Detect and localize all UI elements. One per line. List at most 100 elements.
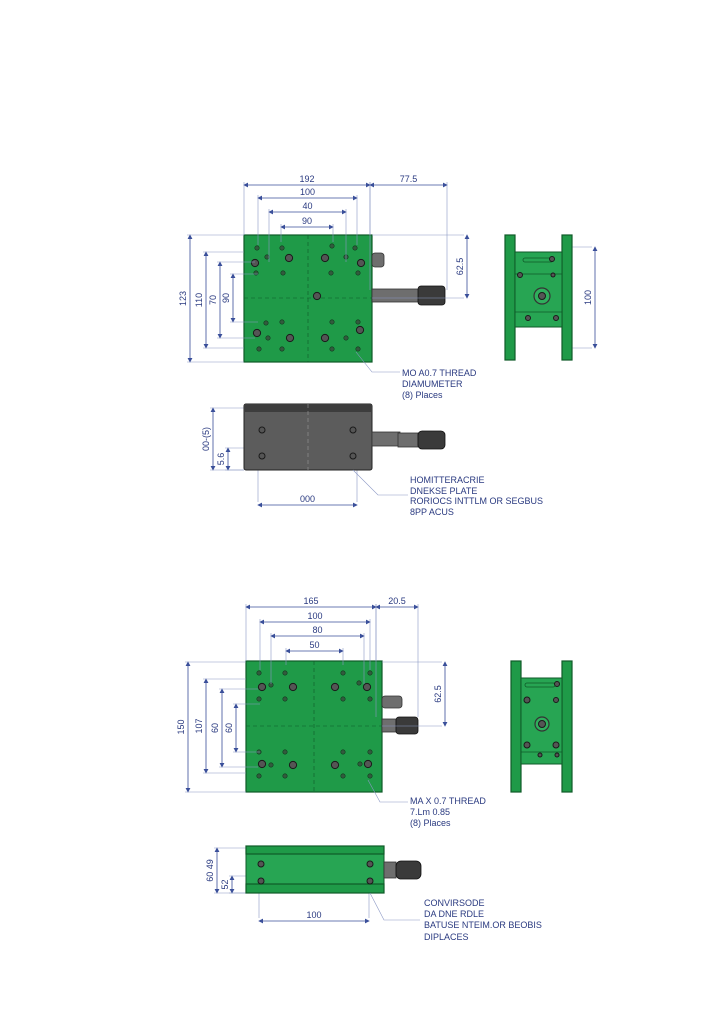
dimension: 52: [220, 875, 246, 894]
threaded-hole-icon: [340, 696, 346, 702]
threaded-hole-icon: [329, 243, 335, 249]
dimension-label: 90: [221, 293, 231, 303]
threaded-hole-icon: [256, 670, 262, 676]
dimension-label: 110: [194, 293, 204, 307]
threaded-hole-icon: [253, 270, 259, 276]
callout-line: DIAMUMETER: [402, 379, 463, 389]
dimension: 90: [280, 216, 334, 242]
dimension-label: 90: [302, 216, 312, 226]
dimension-label: 70: [208, 295, 218, 305]
screw-head-icon: [257, 759, 267, 769]
micrometer-knob: [417, 430, 446, 450]
callout-line: CONVIRSODE: [424, 898, 485, 908]
dimension-label: 00-(5): [201, 427, 211, 451]
threaded-hole-icon: [329, 346, 335, 352]
mounting-holes: [256, 670, 373, 779]
screw-head-icon: [330, 682, 340, 692]
threaded-hole-icon: [279, 346, 285, 352]
callout-line: MO A0.7 THREAD: [402, 368, 477, 378]
callout-line: (8) Places: [402, 390, 443, 400]
dimension-label: 165: [303, 596, 318, 606]
threaded-hole-icon: [254, 245, 260, 251]
dimension-label: 150: [176, 719, 186, 734]
threaded-hole-icon: [280, 270, 286, 276]
dimension-label: 100: [300, 187, 315, 197]
threaded-hole-icon: [367, 749, 373, 755]
dimension: 60: [224, 703, 260, 753]
locking-pin: [381, 695, 403, 709]
callout-leader: [369, 892, 420, 921]
dimension: 50: [285, 640, 344, 665]
dimension-label: 123: [178, 291, 188, 306]
screw-head-icon: [355, 325, 365, 335]
dimension: 62.5: [382, 661, 448, 727]
screw-head-icon: [252, 328, 262, 338]
screw-head-icon: [288, 760, 298, 770]
callout-line: DA DNE RDLE: [424, 909, 484, 919]
dimension: 60: [210, 688, 258, 768]
micrometer-knob: [417, 285, 446, 306]
threaded-hole-icon: [282, 696, 288, 702]
screw-head-icon: [330, 760, 340, 770]
callout-leader: [355, 351, 400, 373]
threaded-hole-icon: [265, 335, 271, 341]
dimension: 110: [194, 251, 244, 349]
screw-head-icon: [320, 253, 330, 263]
threaded-hole-icon: [367, 670, 373, 676]
threaded-hole-icon: [355, 346, 361, 352]
locking-pin: [371, 252, 385, 268]
dimension: 000: [257, 470, 358, 508]
micrometer-knob: [395, 860, 422, 880]
dimension: 150: [176, 661, 246, 793]
callout-leader: [367, 779, 408, 803]
threaded-hole-icon: [282, 773, 288, 779]
dimension: 40: [268, 201, 347, 262]
drawing-1-front-view: [243, 403, 446, 471]
dimension: 77.5: [369, 174, 448, 290]
thread-callout-2: MA X 0.7 THREAD 7.Lm 0.85 (8) Places: [410, 796, 486, 828]
dimension: 62.5: [372, 234, 470, 299]
threaded-hole-icon: [279, 245, 285, 251]
threaded-hole-icon: [356, 680, 362, 686]
threaded-hole-icon: [343, 335, 349, 341]
dimension-label: 52: [220, 879, 230, 889]
dimension-label: 77.5: [400, 174, 418, 184]
screw-head-icon: [312, 291, 322, 301]
screw-head-icon: [250, 258, 260, 268]
plate-callout-1: HOMITTERACRIE DNEKSE PLATE RORIOCS INTTL…: [410, 475, 543, 517]
dimension: 107: [194, 678, 246, 774]
dimension: 100: [259, 611, 371, 670]
screw-head-icon: [320, 333, 330, 343]
callout-line: (8) Places: [410, 818, 451, 828]
threaded-hole-icon: [340, 749, 346, 755]
threaded-hole-icon: [367, 696, 373, 702]
screw-head-icon: [288, 682, 298, 692]
threaded-hole-icon: [328, 270, 334, 276]
threaded-hole-icon: [355, 270, 361, 276]
mounting-holes: [250, 243, 366, 352]
dimension-label: 107: [194, 718, 204, 733]
threaded-hole-icon: [282, 670, 288, 676]
threaded-hole-icon: [329, 319, 335, 325]
callout-leader: [352, 469, 408, 496]
drawing-2-side-view: [510, 660, 573, 793]
dimension-label: 100: [583, 290, 593, 305]
callout-line: 8PP ACUS: [410, 507, 454, 517]
threaded-hole-icon: [357, 761, 363, 767]
threaded-hole-icon: [355, 319, 361, 325]
threaded-hole-icon: [268, 762, 274, 768]
callout-line: 7.Lm 0.85: [410, 807, 450, 817]
threaded-hole-icon: [256, 773, 262, 779]
dimension-label: 100: [307, 611, 322, 621]
dimension: 5.6: [216, 447, 244, 471]
dimension-label: 60: [224, 723, 234, 733]
drawing-1-side-view: [504, 234, 573, 361]
threaded-hole-icon: [256, 696, 262, 702]
dimension-label: 60 49: [205, 859, 215, 882]
drawing-2-top-view: [245, 660, 419, 793]
dimension-label: 40: [302, 201, 312, 211]
threaded-hole-icon: [282, 749, 288, 755]
dimension: 70: [208, 261, 255, 339]
